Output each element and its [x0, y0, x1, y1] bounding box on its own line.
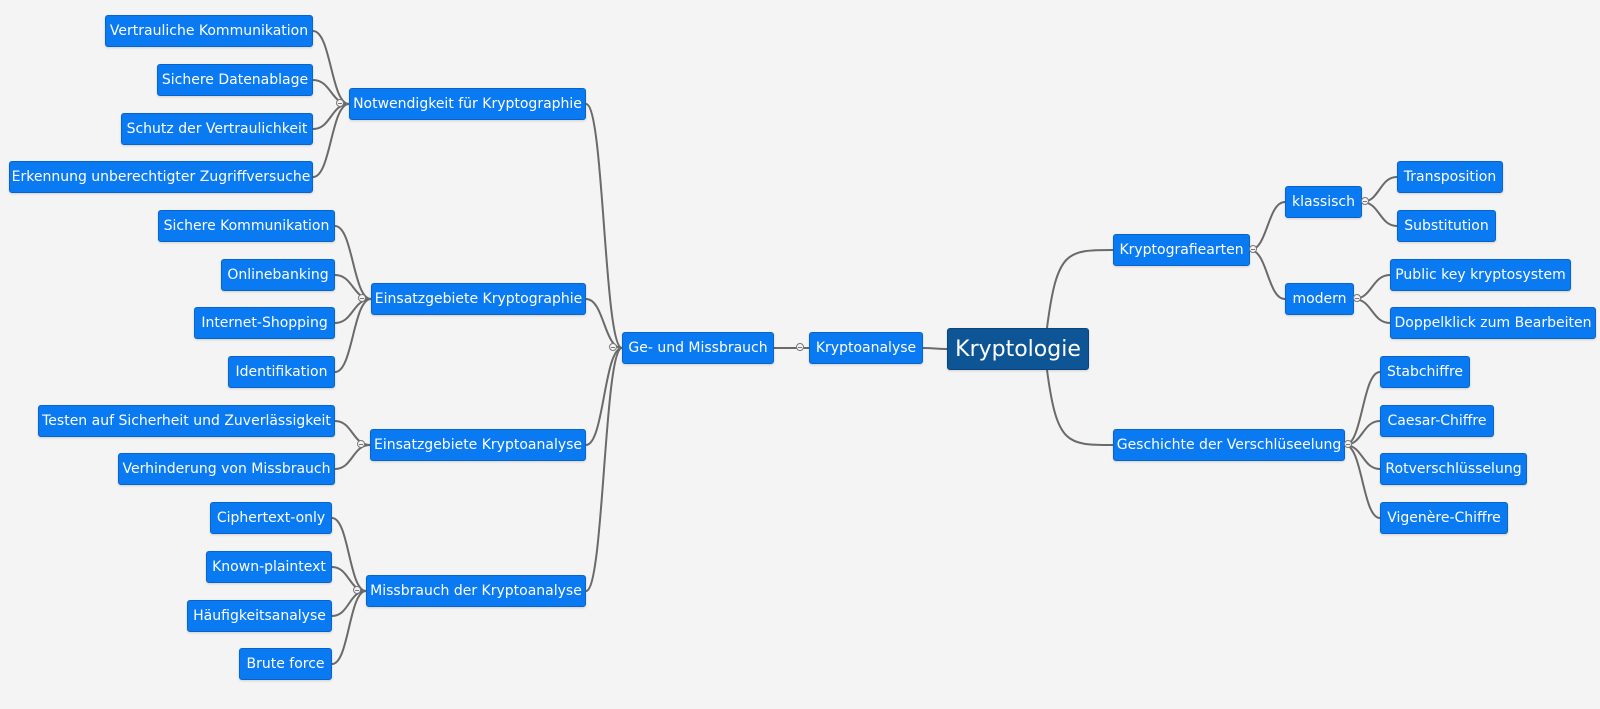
node-caesar-chiffre[interactable]: Caesar-Chiffre	[1380, 405, 1494, 437]
connector-line	[585, 103, 623, 349]
node-klassisch[interactable]: klassisch	[1285, 186, 1362, 218]
collapse-toggle[interactable]	[1353, 294, 1361, 302]
connector-line	[585, 347, 623, 446]
connector-line	[1046, 249, 1114, 329]
node-haeufigkeitsanalyse[interactable]: Häufigkeitsanalyse	[187, 600, 332, 632]
connector-line	[1353, 298, 1391, 324]
node-erkennung-zugriffversuche[interactable]: Erkennung unberechtigter Zugriffversuche	[9, 161, 313, 193]
node-transposition[interactable]: Transposition	[1397, 161, 1503, 193]
node-known-plaintext[interactable]: Known-plaintext	[206, 551, 332, 583]
connector-line	[922, 347, 948, 350]
collapse-toggle[interactable]	[357, 440, 365, 448]
node-einsatzgebiete-kryptographie[interactable]: Einsatzgebiete Kryptographie	[371, 283, 586, 315]
connector-line	[1046, 369, 1114, 446]
node-brute-force[interactable]: Brute force	[239, 648, 332, 680]
collapse-toggle[interactable]	[1361, 197, 1369, 205]
node-sichere-datenablage[interactable]: Sichere Datenablage	[157, 64, 313, 96]
collapse-toggle[interactable]	[336, 99, 344, 107]
node-verhinderung-missbrauch[interactable]: Verhinderung von Missbrauch	[118, 453, 335, 485]
node-rotverschluesselung[interactable]: Rotverschlüsselung	[1380, 453, 1527, 485]
connector-line	[1249, 249, 1286, 300]
collapse-toggle[interactable]	[796, 343, 804, 351]
connector-line	[334, 444, 371, 470]
node-vertrauliche-kommunikation[interactable]: Vertrauliche Kommunikation	[105, 15, 313, 47]
collapse-toggle[interactable]	[609, 343, 617, 351]
node-kryptoanalyse[interactable]: Kryptoanalyse	[809, 332, 923, 364]
node-kryptografiearten[interactable]: Kryptografiearten	[1113, 234, 1250, 266]
collapse-toggle[interactable]	[358, 294, 366, 302]
connector-line	[312, 103, 350, 178]
connector-line	[331, 590, 367, 665]
connector-line	[585, 298, 623, 349]
node-stabchiffre[interactable]: Stabchiffre	[1380, 356, 1470, 388]
node-einsatzgebiete-kryptoanalyse[interactable]: Einsatzgebiete Kryptoanalyse	[370, 429, 586, 461]
connector-line	[331, 517, 367, 592]
node-substitution[interactable]: Substitution	[1397, 210, 1496, 242]
connector-line	[1361, 201, 1398, 227]
node-public-key-kryptosystem[interactable]: Public key kryptosystem	[1390, 259, 1571, 291]
collapse-toggle[interactable]	[1249, 245, 1257, 253]
node-schutz-der-vertraulichkeit[interactable]: Schutz der Vertraulichkeit	[121, 113, 313, 145]
node-notwendigkeit[interactable]: Notwendigkeit für Kryptographie	[349, 88, 586, 120]
node-onlinebanking[interactable]: Onlinebanking	[221, 259, 335, 291]
node-ciphertext-only[interactable]: Ciphertext-only	[210, 502, 332, 534]
node-internet-shopping[interactable]: Internet-Shopping	[194, 307, 335, 339]
connector-line	[331, 566, 367, 592]
connector-line	[585, 347, 623, 592]
node-ge-und-missbrauch[interactable]: Ge- und Missbrauch	[622, 332, 774, 364]
node-modern[interactable]: modern	[1285, 283, 1354, 315]
node-geschichte-verschluesselung[interactable]: Geschichte der Verschlüseelung	[1113, 429, 1345, 461]
connector-line	[312, 79, 350, 105]
node-sichere-kommunikation[interactable]: Sichere Kommunikation	[158, 210, 335, 242]
node-doppelklick-bearbeiten[interactable]: Doppelklick zum Bearbeiten	[1390, 307, 1596, 339]
root-node[interactable]: Kryptologie	[947, 328, 1089, 370]
node-vigenere-chiffre[interactable]: Vigenère-Chiffre	[1380, 502, 1508, 534]
node-missbrauch-kryptoanalyse[interactable]: Missbrauch der Kryptoanalyse	[366, 575, 586, 607]
connector-line	[334, 274, 372, 300]
connector-line	[1249, 201, 1286, 251]
connector-line	[334, 420, 371, 446]
collapse-toggle[interactable]	[1344, 440, 1352, 448]
node-testen-sicherheit[interactable]: Testen auf Sicherheit und Zuverlässigkei…	[38, 405, 335, 437]
collapse-toggle[interactable]	[353, 586, 361, 594]
connector-line	[334, 298, 372, 373]
node-identifikation[interactable]: Identifikation	[228, 356, 335, 388]
